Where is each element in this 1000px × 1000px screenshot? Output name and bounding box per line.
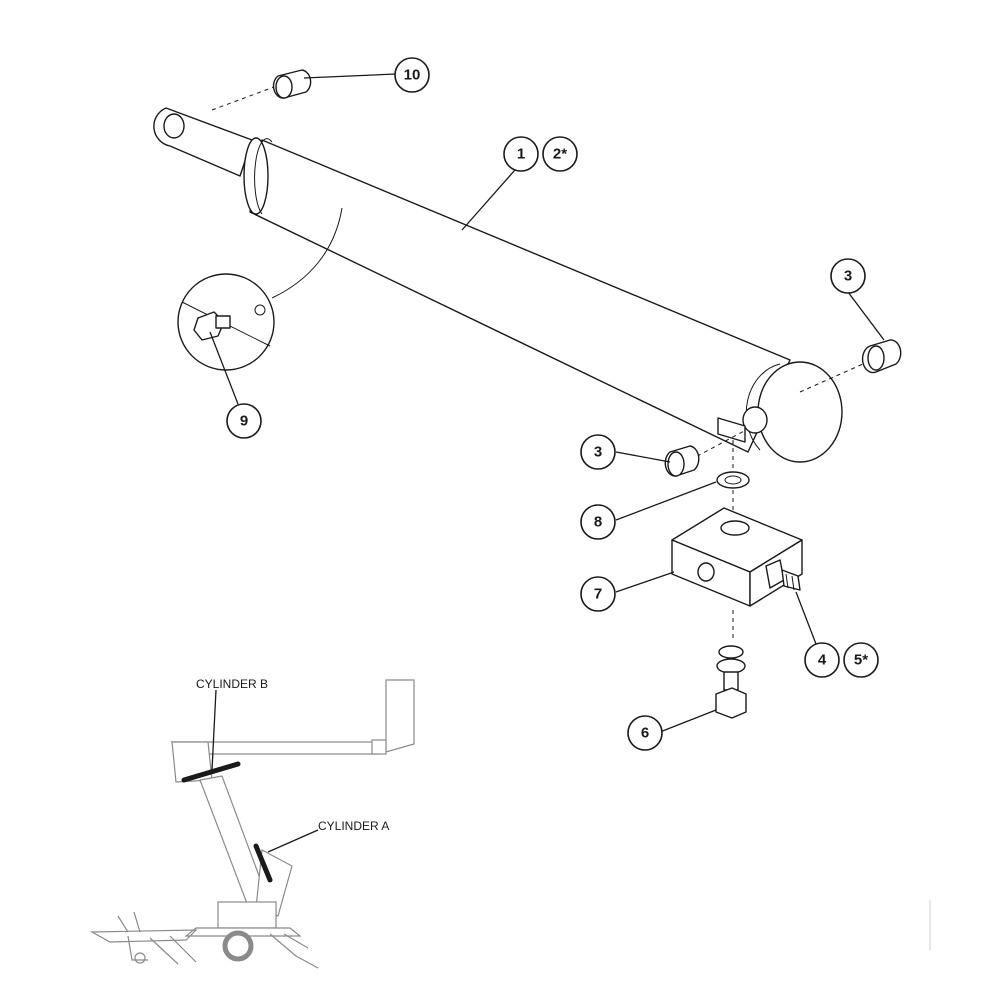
callout-2-label: 2* bbox=[553, 146, 567, 163]
callout-6: 6 bbox=[627, 715, 663, 751]
callout-3-lower: 3 bbox=[580, 434, 616, 470]
callout-7: 7 bbox=[580, 576, 616, 612]
valve-block bbox=[671, 507, 803, 607]
cylinder-rod bbox=[153, 107, 253, 177]
callout-9-label: 9 bbox=[240, 413, 248, 430]
callout-6-label: 6 bbox=[641, 725, 649, 742]
leader-1 bbox=[461, 161, 523, 231]
leader-10 bbox=[303, 73, 397, 79]
cylinder-b-marker bbox=[181, 761, 241, 783]
o-ring bbox=[716, 440, 750, 520]
leader-4 bbox=[795, 591, 817, 645]
callout-3-upper-label: 3 bbox=[844, 268, 852, 285]
callout-8: 8 bbox=[580, 504, 616, 540]
callout-5: 5* bbox=[843, 642, 879, 678]
machine-basket bbox=[385, 679, 415, 753]
base-bushing-right bbox=[799, 339, 902, 393]
callout-2: 2* bbox=[542, 136, 578, 172]
leader-7 bbox=[615, 571, 675, 593]
callout-10: 10 bbox=[394, 57, 430, 93]
callout-8-label: 8 bbox=[594, 514, 602, 531]
callout-7-label: 7 bbox=[594, 586, 602, 603]
rod-end-bushing bbox=[211, 69, 312, 111]
callout-4: 4 bbox=[804, 642, 840, 678]
cylinder-a-marker bbox=[253, 843, 273, 883]
callout-1: 1 bbox=[503, 136, 539, 172]
leader-3a bbox=[847, 291, 885, 341]
callout-3-upper: 3 bbox=[830, 258, 866, 294]
callout-10-label: 10 bbox=[404, 67, 421, 84]
callout-4-label: 4 bbox=[818, 652, 827, 669]
cylinder-barrel bbox=[243, 137, 843, 463]
callout-9: 9 bbox=[226, 403, 262, 439]
cylinder-a-label: CYLINDER A bbox=[318, 819, 389, 833]
base-bushing-lower bbox=[664, 429, 747, 477]
cylinder-b-label: CYLINDER B bbox=[196, 677, 268, 691]
callout-5-label: 5* bbox=[854, 652, 868, 669]
callout-1-label: 1 bbox=[517, 146, 525, 163]
machine-turret bbox=[217, 901, 277, 929]
relief-valve-plug bbox=[715, 610, 747, 719]
leader-6 bbox=[659, 709, 717, 733]
grease-fitting-detail bbox=[177, 207, 343, 371]
leader-3b bbox=[615, 451, 671, 463]
machine-locator-inset: CYLINDER B CYLINDER A bbox=[89, 677, 415, 969]
leader-9 bbox=[209, 331, 239, 405]
machine-wheel bbox=[222, 930, 254, 962]
callout-3-lower-label: 3 bbox=[594, 444, 602, 461]
leader-8 bbox=[615, 481, 717, 521]
hydraulic-fitting bbox=[765, 559, 801, 591]
